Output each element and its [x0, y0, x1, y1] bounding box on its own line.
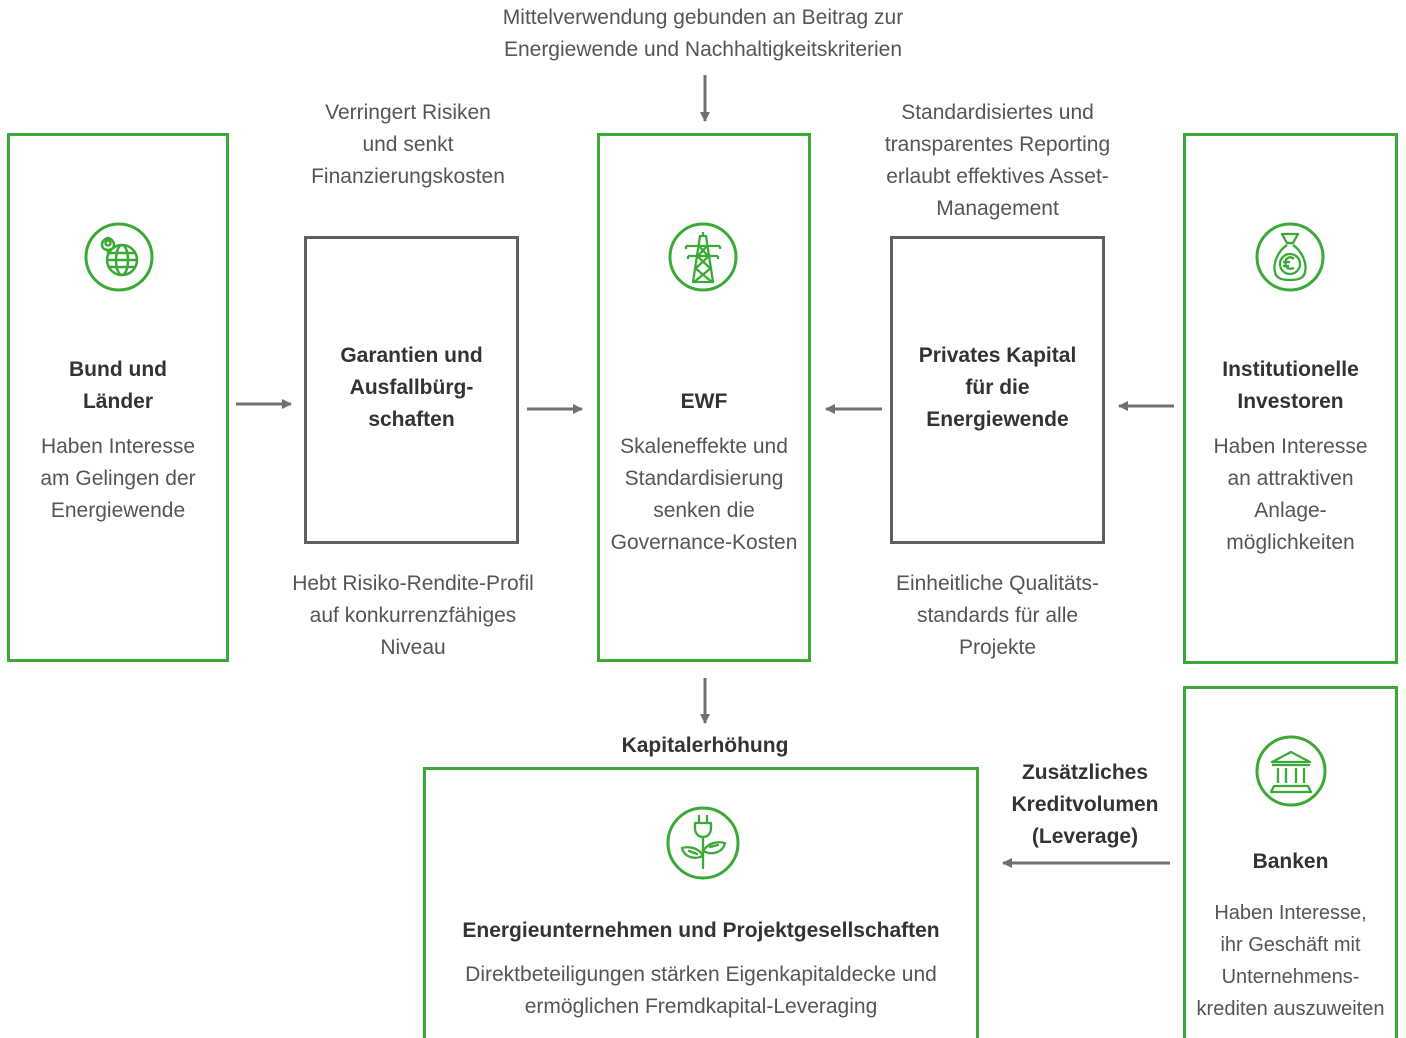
investoren-desc: Haben Interesse an attraktiven Anlage- m… [1213, 435, 1368, 554]
banken-title: Banken [1252, 850, 1329, 873]
privates-title: Privates Kapital für die Energiewende [918, 344, 1077, 431]
ewf-title: EWF [680, 390, 728, 413]
box-bund-und-laender [7, 133, 229, 662]
privates-note-top: Standardisiertes und transparentes Repor… [884, 101, 1111, 220]
banken-desc: Haben Interesse, ihr Geschäft mit Untern… [1196, 902, 1385, 1020]
kapitalerhoehung-label: Kapitalerhöhung [621, 734, 789, 757]
energie-title: Energieunternehmen und Projektgesellscha… [462, 919, 940, 942]
box-garantien [304, 236, 519, 544]
plug-plant-icon [666, 806, 740, 880]
privates-note-bottom: Einheitliche Qualitäts- standards für al… [895, 572, 1100, 659]
box-ewf [597, 133, 811, 662]
ewf-desc: Skaleneffekte und Standardisierung senke… [610, 435, 798, 554]
box-privates-kapital [890, 236, 1105, 544]
bank-icon [1255, 735, 1327, 807]
box-institutionelle-investoren [1183, 133, 1398, 664]
top-note: Mittelverwendung gebunden an Beitrag zur… [502, 6, 904, 61]
box-banken [1183, 686, 1398, 1038]
globe-location-icon [84, 222, 154, 292]
garantien-note-top: Verringert Risiken und senkt Finanzierun… [311, 101, 505, 188]
power-pylon-icon [668, 222, 738, 292]
box-energieunternehmen [423, 767, 979, 1038]
bund-desc: Haben Interesse am Gelingen der Energiew… [40, 435, 196, 522]
garantien-note-bottom: Hebt Risiko-Rendite-Profil auf konkurren… [292, 572, 534, 659]
bund-title: Bund und Länder [69, 358, 167, 413]
banken-arrow-label: Zusätzliches Kreditvolumen (Leverage) [1011, 761, 1159, 848]
energie-desc: Direktbeteiligungen stärken Eigenkapital… [465, 963, 937, 1018]
garantien-title: Garantien und Ausfallbürg- schaften [340, 344, 483, 431]
euro-money-bag-icon [1255, 222, 1325, 292]
investoren-title: Institutionelle Investoren [1222, 358, 1359, 413]
